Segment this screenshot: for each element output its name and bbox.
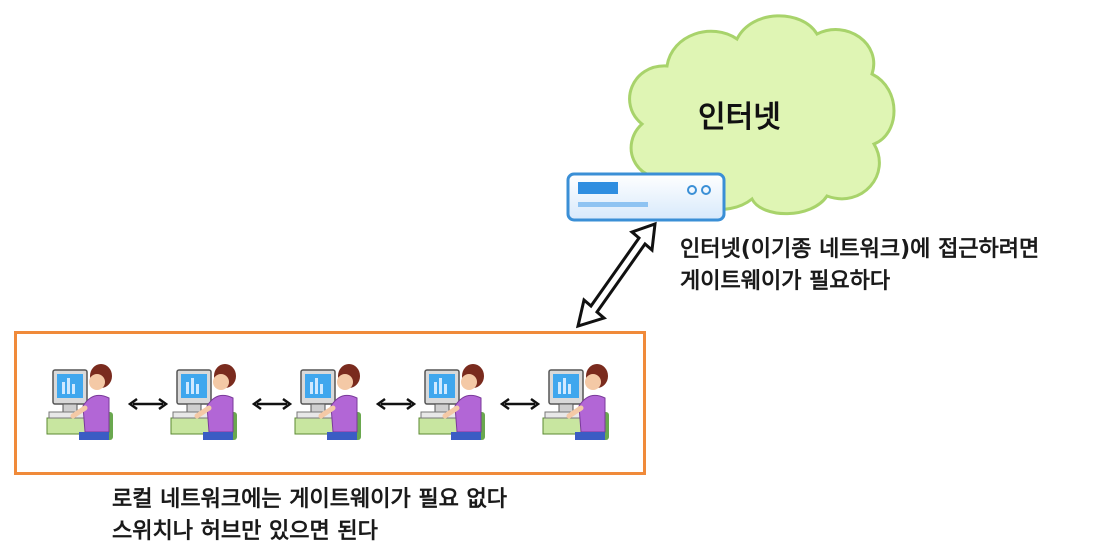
internet-label: 인터넷: [698, 100, 781, 135]
internet-cloud: [628, 14, 896, 216]
gateway-note: 인터넷(이기종 네트워크)에 접근하려면 게이트웨이가 필요하다: [680, 234, 1039, 298]
lan-link-double-arrow-icon: [375, 396, 417, 411]
workstation-user-icon: [167, 362, 245, 444]
gateway-router-icon: [566, 172, 726, 222]
lan-link-double-arrow-icon: [127, 396, 169, 411]
workstation-user-icon: [291, 362, 369, 444]
lan-note-line-1: 로컬 네트워크에는 게이트웨이가 필요 없다: [112, 487, 507, 512]
lan-note: 로컬 네트워크에는 게이트웨이가 필요 없다 스위치나 허브만 있으면 된다: [112, 484, 507, 548]
workstation-user-icon: [539, 362, 617, 444]
local-network-box: [14, 331, 646, 475]
lan-link-double-arrow-icon: [251, 396, 293, 411]
lan-note-line-2: 스위치나 허브만 있으면 된다: [112, 519, 378, 544]
lan-link-double-arrow-icon: [499, 396, 541, 411]
gateway-note-line-2: 게이트웨이가 필요하다: [680, 269, 891, 294]
workstation-user-icon: [43, 362, 121, 444]
gateway-lan-double-arrow-icon: [575, 221, 657, 329]
workstation-user-icon: [415, 362, 493, 444]
gateway-note-line-1: 인터넷(이기종 네트워크)에 접근하려면: [680, 237, 1040, 262]
